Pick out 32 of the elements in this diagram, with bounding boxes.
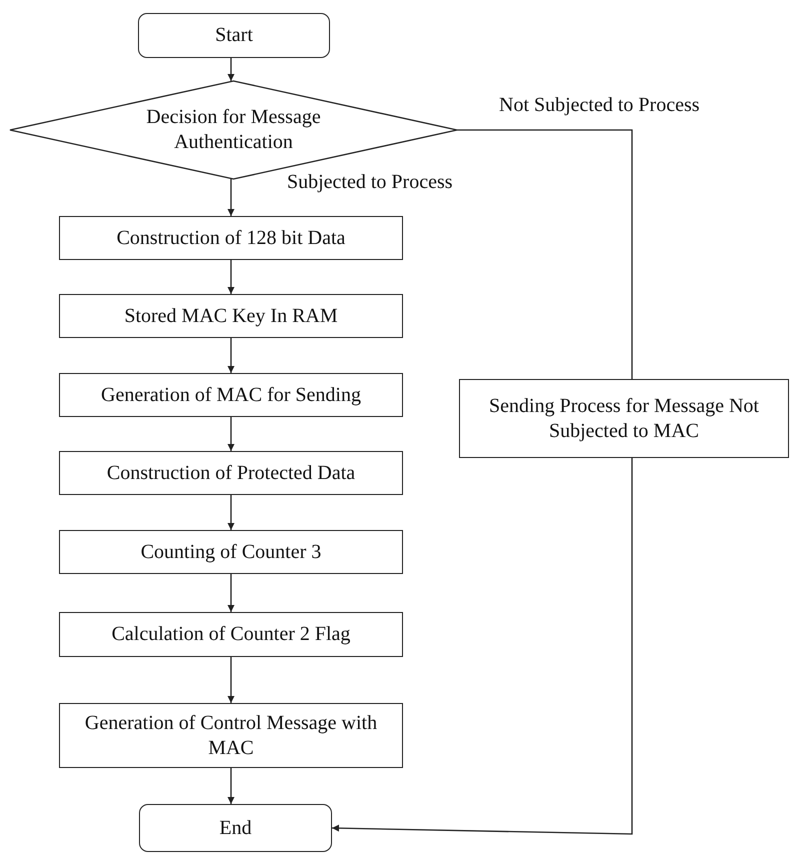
node-text: Calculation of Counter 2 Flag (110, 622, 352, 647)
connector-line (457, 129, 633, 379)
node-text: Generation of MAC for Sending (100, 382, 362, 408)
arrow (228, 338, 234, 373)
process-box (59, 294, 403, 338)
arrow (228, 58, 234, 81)
process-box (59, 373, 403, 417)
process-box (59, 530, 403, 574)
arrow (228, 260, 234, 294)
terminal-box (139, 804, 332, 852)
arrow (228, 574, 234, 612)
node-text: Construction of 128 bit Data (116, 226, 346, 250)
arrow (228, 179, 234, 216)
node-text: End (218, 816, 253, 840)
node-text: Decision for Message Authentication (145, 105, 322, 155)
process-box (59, 451, 403, 495)
process-box (459, 379, 789, 458)
node-text: Counting of Counter 3 (140, 540, 322, 564)
arrow (332, 458, 633, 835)
arrow (228, 495, 234, 530)
arrow (228, 768, 234, 804)
node-text: Stored MAC Key In RAM (123, 304, 339, 328)
node-text: Sending Process for Message Not Subjected to MAC (488, 394, 760, 444)
arrow (228, 417, 234, 451)
arrow (228, 657, 234, 703)
terminal-box (138, 13, 330, 58)
process-box (59, 612, 403, 657)
node-text: Generation of Control Message with MAC (84, 710, 378, 760)
process-box (59, 216, 403, 260)
node-text: Construction of Protected Data (106, 460, 356, 486)
node-text: Start (214, 23, 254, 48)
process-box (59, 703, 403, 768)
